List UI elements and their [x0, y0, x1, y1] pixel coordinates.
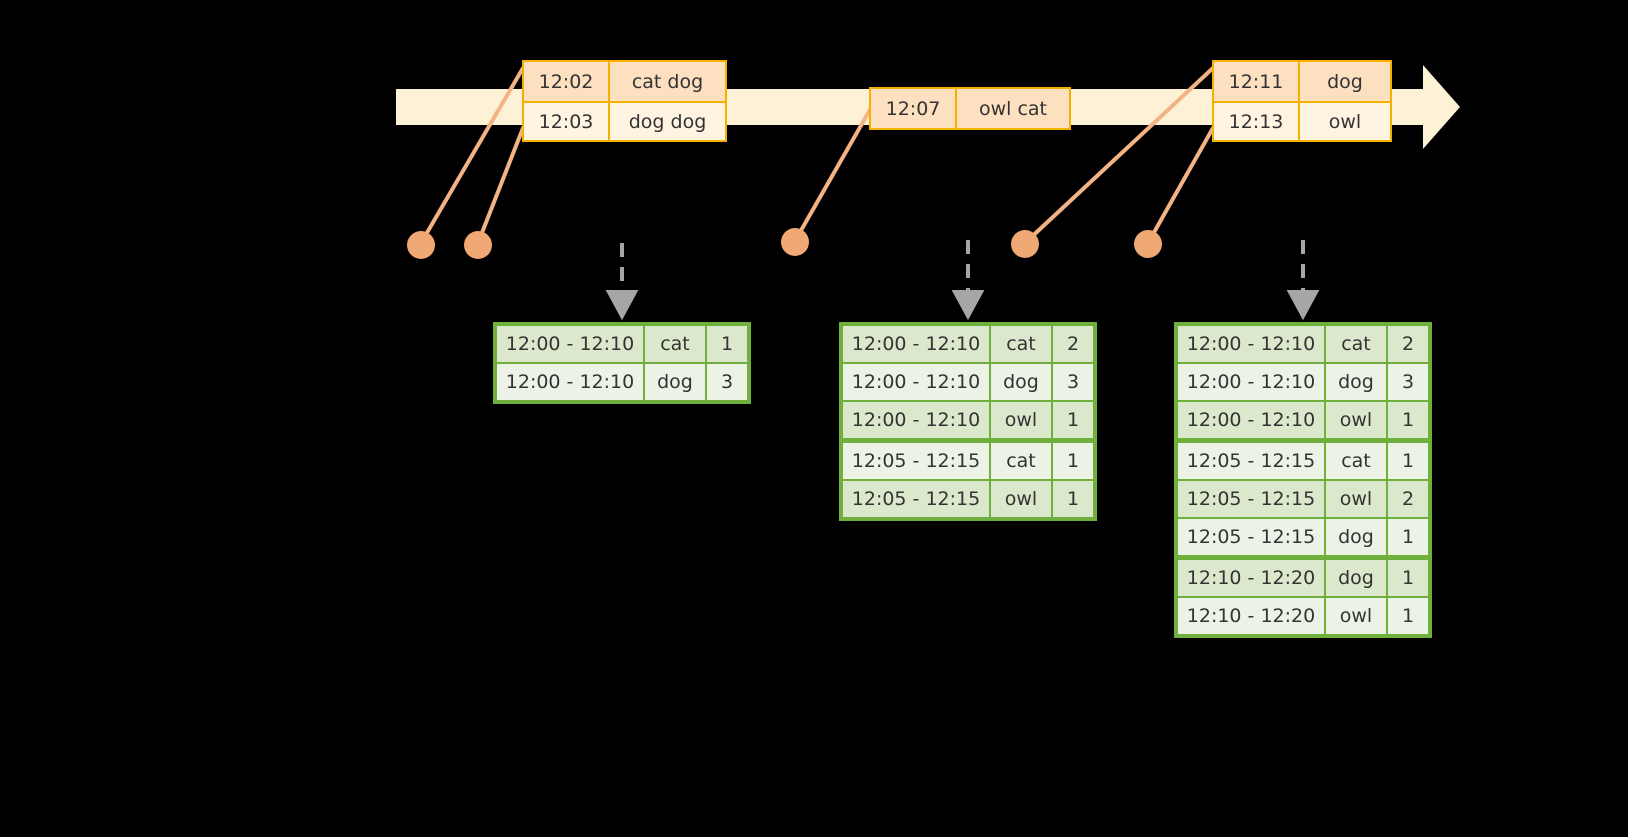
cell-word: owl: [1326, 481, 1386, 517]
event-time: 12:07: [871, 89, 957, 128]
cell-word: cat: [1326, 326, 1386, 362]
cell-count: 2: [1053, 326, 1093, 362]
event-box-3[interactable]: 12:11 dog 12:13 owl: [1212, 60, 1392, 142]
event-time: 12:13: [1214, 103, 1300, 140]
cell-window: 12:05 - 12:15: [1178, 443, 1324, 479]
cell-window: 12:10 - 12:20: [1178, 598, 1324, 634]
cell-word: owl: [1326, 402, 1386, 438]
cell-count: 3: [1388, 364, 1428, 400]
cell-count: 1: [1053, 443, 1093, 479]
cell-window: 12:00 - 12:10: [497, 364, 643, 400]
event-words: owl: [1328, 110, 1362, 133]
cell-count: 1: [1388, 560, 1428, 596]
cell-count: 1: [707, 326, 747, 362]
cell-word: cat: [991, 326, 1051, 362]
cell-count: 1: [1053, 402, 1093, 438]
cell-window: 12:05 - 12:15: [1178, 481, 1324, 517]
result-table-2[interactable]: 12:00 - 12:10 cat 2 12:00 - 12:10 dog 3 …: [839, 322, 1097, 521]
table-row[interactable]: 12:00 - 12:10 owl 1: [1178, 402, 1428, 438]
cell-window: 12:00 - 12:10: [1178, 402, 1324, 438]
cell-count: 1: [1388, 402, 1428, 438]
cell-word: cat: [1326, 443, 1386, 479]
event-words: cat dog: [631, 70, 704, 93]
event-dot-2: [464, 231, 492, 259]
event-dot-3: [781, 228, 809, 256]
event-row[interactable]: 12:02 cat dog: [524, 62, 725, 101]
cell-word: dog: [1326, 519, 1386, 555]
cell-count: 1: [1388, 598, 1428, 634]
event-time: 12:03: [524, 103, 610, 140]
event-words: owl cat: [978, 97, 1048, 120]
cell-word: dog: [991, 364, 1051, 400]
cell-count: 1: [1053, 481, 1093, 517]
cell-window: 12:05 - 12:15: [1178, 519, 1324, 555]
event-dot-4: [1011, 230, 1039, 258]
table-row[interactable]: 12:00 - 12:10 owl 1: [843, 402, 1093, 438]
table-row[interactable]: 12:00 - 12:10 cat 2: [1178, 326, 1428, 362]
event-row[interactable]: 12:03 dog dog: [524, 101, 725, 140]
cell-word: cat: [645, 326, 705, 362]
cell-word: dog: [1326, 560, 1386, 596]
cell-word: owl: [991, 481, 1051, 517]
cell-word: dog: [1326, 364, 1386, 400]
cell-window: 12:05 - 12:15: [843, 443, 989, 479]
cell-window: 12:10 - 12:20: [1178, 560, 1324, 596]
cell-window: 12:00 - 12:10: [843, 402, 989, 438]
event-dot-1: [407, 231, 435, 259]
cell-count: 3: [1053, 364, 1093, 400]
event-box-2[interactable]: 12:07 owl cat: [869, 87, 1071, 130]
table-row[interactable]: 12:00 - 12:10 dog 3: [497, 364, 747, 400]
event-dot-5: [1134, 230, 1162, 258]
emit-arrows: [605, 240, 1320, 321]
cell-window: 12:05 - 12:15: [843, 481, 989, 517]
event-box-1[interactable]: 12:02 cat dog 12:03 dog dog: [522, 60, 727, 142]
cell-window: 12:00 - 12:10: [1178, 364, 1324, 400]
event-time: 12:11: [1214, 62, 1300, 101]
result-table-1[interactable]: 12:00 - 12:10 cat 1 12:00 - 12:10 dog 3: [493, 322, 751, 404]
cell-count: 2: [1388, 481, 1428, 517]
cell-count: 1: [1388, 519, 1428, 555]
event-words: dog: [1327, 70, 1363, 93]
table-row[interactable]: 12:05 - 12:15 dog 1: [1178, 519, 1428, 555]
cell-word: dog: [645, 364, 705, 400]
table-row[interactable]: 12:10 - 12:20 owl 1: [1178, 598, 1428, 634]
table-row[interactable]: 12:00 - 12:10 dog 3: [843, 364, 1093, 400]
event-row[interactable]: 12:11 dog: [1214, 62, 1390, 101]
table-row[interactable]: 12:00 - 12:10 cat 1: [497, 326, 747, 362]
cell-word: owl: [1326, 598, 1386, 634]
table-row[interactable]: 12:05 - 12:15 cat 1: [843, 443, 1093, 479]
event-row[interactable]: 12:13 owl: [1214, 101, 1390, 140]
emit-arrow-2: [951, 240, 985, 321]
cell-window: 12:00 - 12:10: [843, 326, 989, 362]
cell-window: 12:00 - 12:10: [843, 364, 989, 400]
event-row[interactable]: 12:07 owl cat: [871, 89, 1069, 128]
cell-count: 2: [1388, 326, 1428, 362]
table-row[interactable]: 12:05 - 12:15 cat 1: [1178, 443, 1428, 479]
cell-window: 12:00 - 12:10: [1178, 326, 1324, 362]
table-row[interactable]: 12:05 - 12:15 owl 1: [843, 481, 1093, 517]
event-dots: [407, 228, 1162, 259]
cell-word: owl: [991, 402, 1051, 438]
event-time: 12:02: [524, 62, 610, 101]
cell-window: 12:00 - 12:10: [497, 326, 643, 362]
cell-count: 3: [707, 364, 747, 400]
table-row[interactable]: 12:10 - 12:20 dog 1: [1178, 560, 1428, 596]
emit-arrow-3: [1286, 240, 1320, 321]
table-row[interactable]: 12:05 - 12:15 owl 2: [1178, 481, 1428, 517]
table-row[interactable]: 12:00 - 12:10 cat 2: [843, 326, 1093, 362]
emit-arrow-1: [605, 243, 639, 321]
event-words: dog dog: [628, 110, 707, 133]
cell-word: cat: [991, 443, 1051, 479]
table-row[interactable]: 12:00 - 12:10 dog 3: [1178, 364, 1428, 400]
cell-count: 1: [1388, 443, 1428, 479]
result-table-3[interactable]: 12:00 - 12:10 cat 2 12:00 - 12:10 dog 3 …: [1174, 322, 1432, 638]
